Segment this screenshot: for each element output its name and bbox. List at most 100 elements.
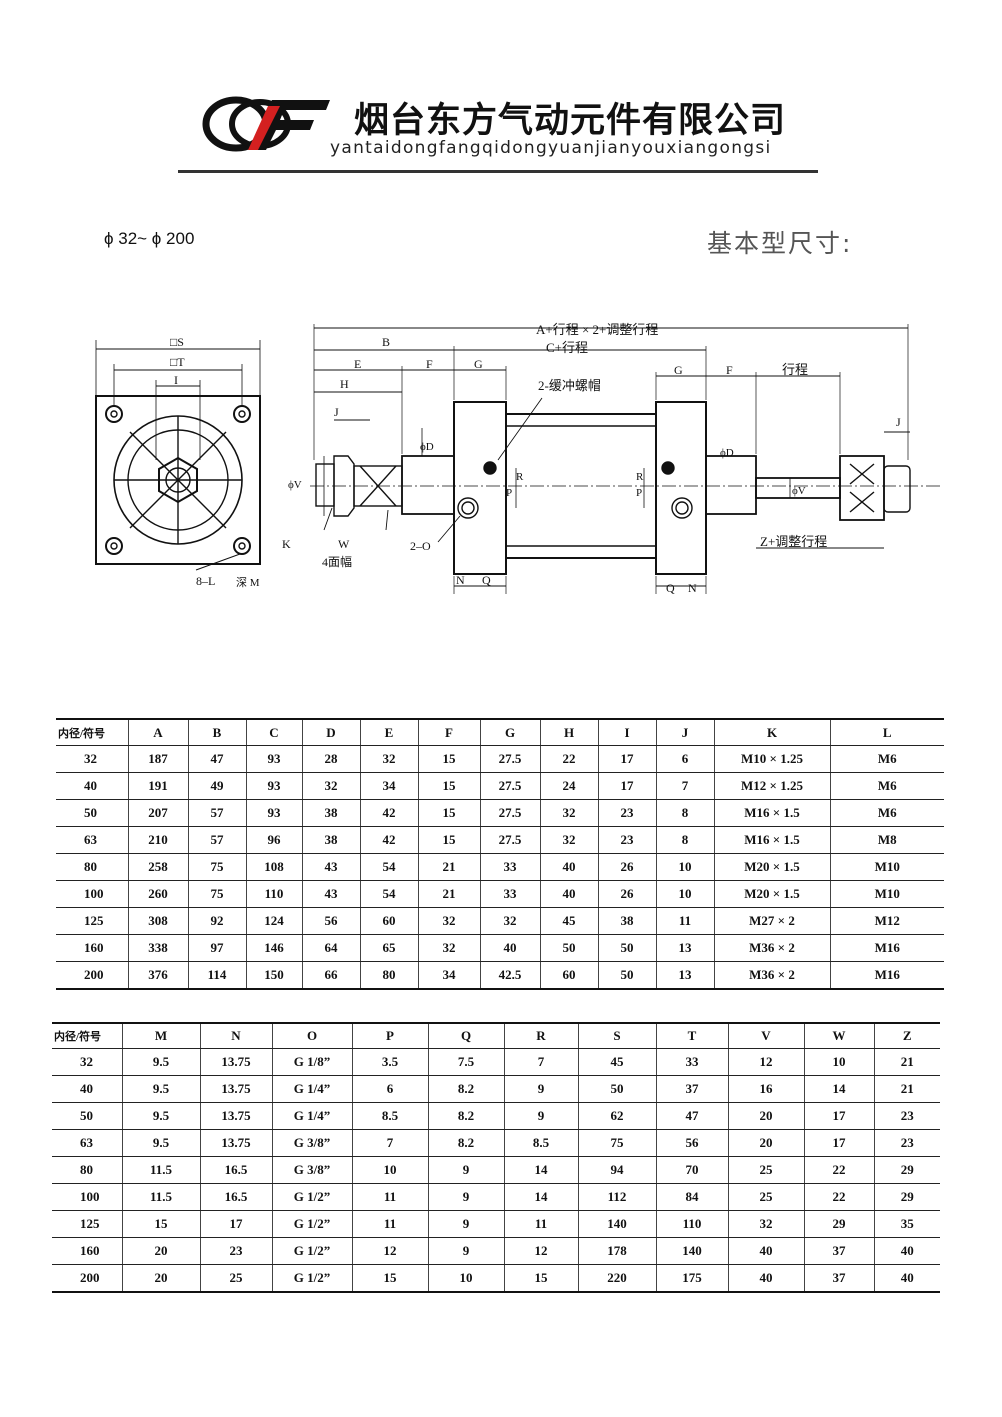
label-w-note: 4面幅 xyxy=(322,554,352,569)
table1-cell: 258 xyxy=(128,853,189,881)
table1-bore-cell: 125 xyxy=(56,907,129,935)
table2-cell: 45 xyxy=(578,1048,657,1076)
table1-cell: 32 xyxy=(418,934,481,962)
table2-cell: 6 xyxy=(352,1075,429,1103)
table1-cell: 92 xyxy=(188,907,247,935)
table1-bore-cell: 160 xyxy=(56,934,129,962)
table2-bore-cell: 63 xyxy=(52,1129,123,1157)
label-r-right: R xyxy=(636,471,644,483)
table1-cell: 49 xyxy=(188,772,247,800)
table2-cell: 8.2 xyxy=(428,1102,505,1130)
label-q-left: Q xyxy=(482,573,491,587)
label-d-left: ϕD xyxy=(420,441,434,453)
label-v-left: ϕV xyxy=(288,479,302,491)
table1-cell: 108 xyxy=(246,853,303,881)
company-logo xyxy=(202,96,330,152)
table1-cell: 93 xyxy=(246,772,303,800)
table2-cell: 20 xyxy=(122,1264,201,1293)
table2-header-cell: R xyxy=(504,1022,579,1049)
table2-cell: G 1/2” xyxy=(272,1264,353,1293)
table1-header-cell: C xyxy=(246,718,303,746)
table2-cell: 16.5 xyxy=(200,1156,273,1184)
table2-cell: 17 xyxy=(804,1129,875,1157)
table2-cell: G 3/8” xyxy=(272,1129,353,1157)
table1-cell: 38 xyxy=(302,799,361,827)
table1-cell: M27 × 2 xyxy=(714,907,831,935)
table1-cell: 26 xyxy=(598,853,657,881)
table1-cell: 210 xyxy=(128,826,189,854)
table2-header-cell: Z xyxy=(874,1022,940,1049)
table2-cell: 10 xyxy=(352,1156,429,1184)
table2-cell: G 1/4” xyxy=(272,1102,353,1130)
label-p-left: P xyxy=(506,487,512,499)
table1-cell: M20 × 1.5 xyxy=(714,853,831,881)
table2-cell: 9 xyxy=(504,1102,579,1130)
table2-cell: 32 xyxy=(728,1210,805,1238)
table1-cell: 146 xyxy=(246,934,303,962)
table1-cell: 32 xyxy=(480,907,541,935)
table2-bore-cell: 32 xyxy=(52,1048,123,1076)
table2-cell: 21 xyxy=(874,1048,940,1076)
table2-cell: 9.5 xyxy=(122,1075,201,1103)
side-view xyxy=(310,324,940,594)
table2-cell: 17 xyxy=(804,1102,875,1130)
bore-range: ϕ 32~ ϕ 200 xyxy=(104,229,195,248)
table1-cell: 150 xyxy=(246,961,303,990)
table1-cell: 40 xyxy=(540,880,599,908)
company-name-cn: 烟台东方气动元件有限公司 xyxy=(354,101,787,141)
table1-cell: 75 xyxy=(188,853,247,881)
end-view xyxy=(95,340,261,571)
table2-bore-cell: 160 xyxy=(52,1237,123,1265)
table1-cell: 32 xyxy=(540,799,599,827)
table2-cell: 75 xyxy=(578,1129,657,1157)
table1-cell: 27.5 xyxy=(480,826,541,854)
table2-cell: 13.75 xyxy=(200,1075,273,1103)
table1-cell: 21 xyxy=(418,853,481,881)
table1-cell: M10 × 1.25 xyxy=(714,745,831,773)
table1-cell: 338 xyxy=(128,934,189,962)
table1-cell: 34 xyxy=(418,961,481,990)
table1-cell: 64 xyxy=(302,934,361,962)
table1-cell: 40 xyxy=(480,934,541,962)
table2-cell: 40 xyxy=(728,1264,805,1293)
table1-cell: 32 xyxy=(360,745,419,773)
table1-cell: 28 xyxy=(302,745,361,773)
table1-cell: M12 xyxy=(830,907,944,935)
table1-cell: 45 xyxy=(540,907,599,935)
table2-header-cell: M xyxy=(122,1022,201,1049)
table2-cell: 17 xyxy=(200,1210,273,1238)
table2-cell: 40 xyxy=(728,1237,805,1265)
table2-cell: 8.2 xyxy=(428,1129,505,1157)
table1-cell: 207 xyxy=(128,799,189,827)
table1-cell: 10 xyxy=(656,880,715,908)
table1-cell: 24 xyxy=(540,772,599,800)
table1-header-cell: J xyxy=(656,718,715,746)
table1-cell: 42 xyxy=(360,799,419,827)
label-s: □S xyxy=(170,335,184,349)
table2-cell: 20 xyxy=(728,1129,805,1157)
table2-cell: 11 xyxy=(352,1210,429,1238)
label-n-right: N xyxy=(688,581,697,595)
table2-header-cell: S xyxy=(578,1022,657,1049)
table2-bore-cell: 125 xyxy=(52,1210,123,1238)
table2-cell: 40 xyxy=(874,1264,940,1293)
table1-cell: 57 xyxy=(188,799,247,827)
table1-cell: 66 xyxy=(302,961,361,990)
table1-cell: 97 xyxy=(188,934,247,962)
label-g-right: G xyxy=(674,363,683,377)
table1-cell: 23 xyxy=(598,826,657,854)
table1-cell: 124 xyxy=(246,907,303,935)
table2-cell: 62 xyxy=(578,1102,657,1130)
table1-cell: M36 × 2 xyxy=(714,961,831,990)
table1-cell: 75 xyxy=(188,880,247,908)
table1-cell: M36 × 2 xyxy=(714,934,831,962)
